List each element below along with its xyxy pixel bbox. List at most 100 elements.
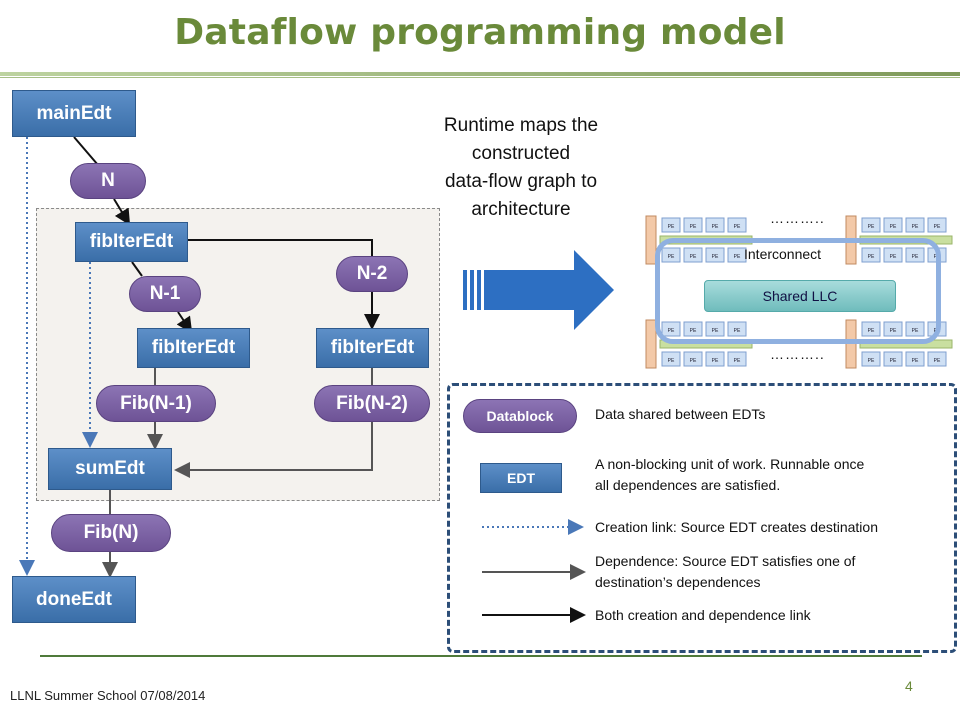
- core-strip-0: [645, 215, 657, 265]
- legend-edt-desc-2: all dependences are satisfied.: [595, 477, 781, 493]
- pe-label: PE: [668, 254, 675, 260]
- pe-box: [705, 217, 725, 233]
- mapping-arrow: [463, 250, 614, 330]
- edge-fibn2-to-sum: [174, 422, 373, 478]
- pe-box: [661, 217, 681, 233]
- pe-label: PE: [890, 328, 897, 334]
- pe-box: [683, 217, 703, 233]
- legend-edt: EDT: [480, 463, 562, 493]
- pe-box: [727, 321, 747, 337]
- runtime-line-4: architecture: [471, 199, 571, 220]
- page-number: 4: [905, 678, 913, 694]
- interconnect-ring: [655, 238, 941, 344]
- title-rule-thin: [0, 77, 960, 78]
- legend-datablock: Datablock: [463, 399, 577, 433]
- pe-label: PE: [734, 358, 741, 364]
- n-minus-1-datablock: N-1: [129, 276, 201, 312]
- pe-label: PE: [890, 358, 897, 364]
- pe-box: [883, 351, 903, 367]
- edge-fib-to-n2: [188, 239, 373, 256]
- runtime-line-1: Runtime maps the: [443, 115, 599, 136]
- pe-label: PE: [734, 328, 741, 334]
- pe-box: [705, 321, 725, 337]
- legend-both-desc: Both creation and dependence link: [595, 607, 811, 623]
- pe-label: PE: [690, 328, 697, 334]
- footer-rule: [40, 655, 922, 657]
- runtime-mapping-text: Runtime maps the constructed data-flow g…: [410, 112, 632, 224]
- legend-box: [447, 383, 957, 653]
- legend-datablock-desc: Data shared between EDTs: [595, 406, 766, 422]
- arch-dots-bottom: ………..: [770, 346, 825, 362]
- pe-label: PE: [912, 224, 919, 230]
- pe-label: PE: [868, 358, 875, 364]
- n-minus-2-datablock: N-2: [336, 256, 408, 292]
- pe-box: [861, 247, 881, 263]
- pe-label: PE: [712, 254, 719, 260]
- fib-n-minus-2-datablock: Fib(N-2): [314, 385, 430, 422]
- pe-label: PE: [868, 224, 875, 230]
- pe-box: [683, 247, 703, 263]
- pe-box: [927, 217, 947, 233]
- pe-label: PE: [668, 358, 675, 364]
- pe-label: PE: [890, 224, 897, 230]
- pe-label: PE: [690, 224, 697, 230]
- legend-dependence-desc: Dependence: Source EDT satisfies one of …: [595, 551, 855, 593]
- fib-n-datablock: Fib(N): [51, 514, 171, 552]
- pe-label: PE: [690, 254, 697, 260]
- interconnect-label: Interconnect: [744, 246, 822, 262]
- pe-box: [861, 321, 881, 337]
- pe-label: PE: [868, 328, 875, 334]
- legend-edt-desc-1: A non-blocking unit of work. Runnable on…: [595, 456, 865, 472]
- edge-n-to-fib: [113, 198, 131, 226]
- core-strip-3: [845, 319, 857, 369]
- pe-box: [861, 351, 881, 367]
- pe-label: PE: [734, 254, 741, 260]
- edge-main-to-n: [73, 136, 99, 166]
- pe-box: [727, 247, 747, 263]
- sum-edt-node: sumEdt: [48, 448, 172, 490]
- legend-dependence-desc-1: Dependence: Source EDT satisfies one of: [595, 553, 856, 569]
- pe-box: [883, 321, 903, 337]
- pe-label: PE: [934, 224, 941, 230]
- pe-box: [705, 247, 725, 263]
- main-edt-node: mainEdt: [12, 90, 136, 137]
- pe-box: [905, 351, 925, 367]
- pe-label: PE: [734, 224, 741, 230]
- pe-box: [905, 217, 925, 233]
- pe-box: [661, 351, 681, 367]
- legend-creation-desc: Creation link: Source EDT creates destin…: [595, 519, 878, 535]
- title-rule: [0, 72, 960, 76]
- pe-box: [883, 217, 903, 233]
- core-strip-2: [645, 319, 657, 369]
- pe-box: [683, 351, 703, 367]
- legend-dependence-desc-2: destination’s dependences: [595, 574, 761, 590]
- edge-n1-to-fibleft: [176, 311, 193, 334]
- shared-llc-label: Shared LLC: [762, 288, 838, 304]
- pe-box: [883, 247, 903, 263]
- pe-label: PE: [912, 254, 919, 260]
- fib-iter-edt-left: fibIterEdt: [137, 328, 250, 368]
- arch-dots-top: ………..: [770, 210, 825, 226]
- pe-box: [683, 321, 703, 337]
- edge-fib-to-n1: [131, 261, 143, 277]
- pe-box: [705, 351, 725, 367]
- pe-label: PE: [868, 254, 875, 260]
- pe-label: PE: [690, 358, 697, 364]
- pe-label: PE: [934, 358, 941, 364]
- pe-label: PE: [712, 224, 719, 230]
- pe-box: [927, 351, 947, 367]
- fib-n-minus-1-datablock: Fib(N-1): [96, 385, 216, 422]
- pe-label: PE: [912, 358, 919, 364]
- shared-llc-box: Shared LLC: [704, 280, 896, 312]
- pe-box: [727, 217, 747, 233]
- pe-label: PE: [712, 358, 719, 364]
- pe-label: PE: [712, 328, 719, 334]
- done-edt-node: doneEdt: [12, 576, 136, 623]
- legend-edt-desc: A non-blocking unit of work. Runnable on…: [595, 454, 864, 496]
- pe-label: PE: [912, 328, 919, 334]
- fib-iter-edt-right: fibIterEdt: [316, 328, 429, 368]
- n-datablock: N: [70, 163, 146, 199]
- footer-text: LLNL Summer School 07/08/2014: [10, 688, 206, 703]
- pe-box: [727, 351, 747, 367]
- pe-label: PE: [668, 224, 675, 230]
